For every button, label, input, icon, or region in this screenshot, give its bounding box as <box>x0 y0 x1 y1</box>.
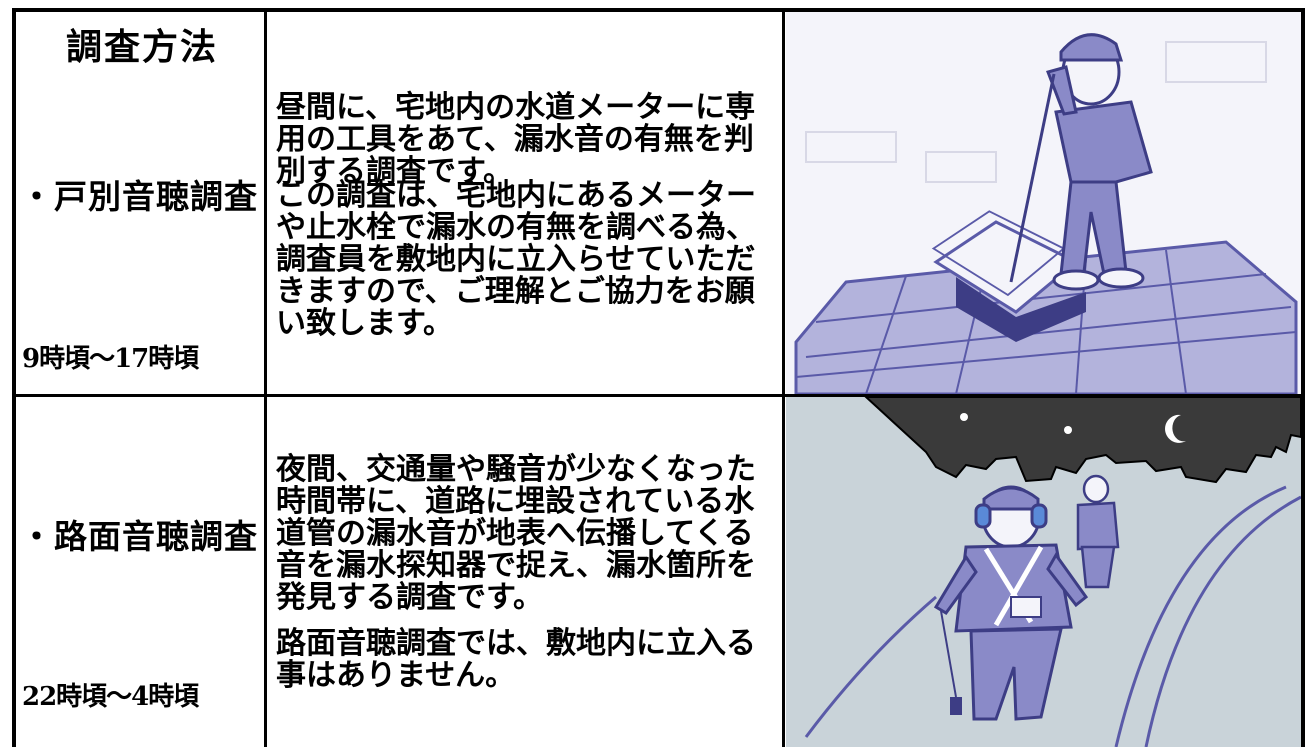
description-road-surface-1: 夜間、交通量や騒音が少なくなった時間帯に、道路に埋設されている水道管の漏水音が地… <box>276 452 756 615</box>
method-name-road-surface: ・路面音聴調査 <box>20 517 258 556</box>
description-door-to-door-2: この調査は、宅地内にあるメーターや止水栓で漏水の有無を調べる為、調査員を敷地内に… <box>276 178 756 341</box>
row-divider <box>12 394 1305 397</box>
worker-listening-at-meter-icon <box>786 12 1301 396</box>
left-border <box>12 8 16 747</box>
column-divider-2 <box>782 8 785 747</box>
column-divider-1 <box>264 8 267 747</box>
time-range-road-surface: 22時頃～4時頃 <box>22 682 199 712</box>
right-border <box>1301 8 1305 747</box>
night-road-survey-workers-icon <box>786 396 1302 748</box>
method-name-door-to-door: ・戸別音聴調査 <box>20 177 258 216</box>
description-door-to-door-1: 昼間に、宅地内の水道メーターに専用の工具をあて、漏水音の有無を判別する調査です。 <box>276 90 756 189</box>
time-range-door-to-door: 9時頃～17時頃 <box>22 344 199 374</box>
top-border <box>12 8 1305 12</box>
page-title: 調査方法 <box>66 26 219 68</box>
description-road-surface-2: 路面音聴調査では、敷地内に立入る事はありません。 <box>276 626 756 693</box>
